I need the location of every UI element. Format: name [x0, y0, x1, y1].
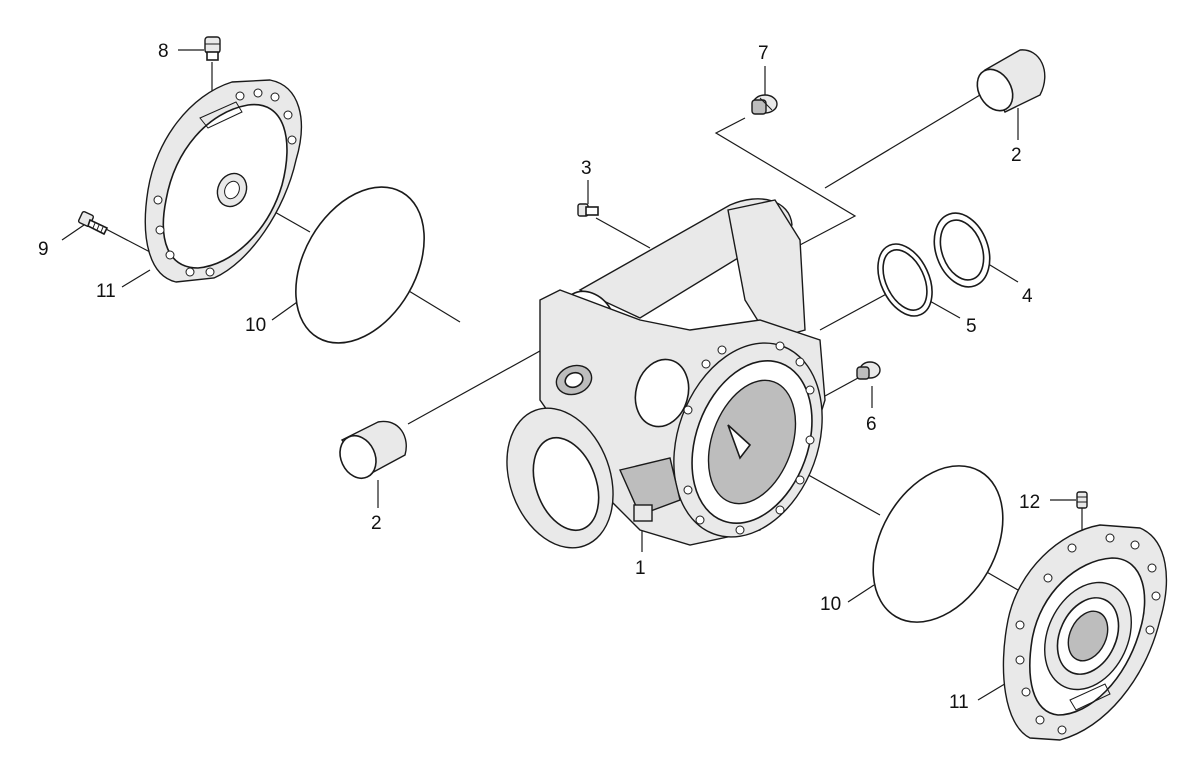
- leader-5: [927, 299, 961, 319]
- callout-5: 5: [966, 316, 977, 337]
- assembly-line-3: [595, 217, 651, 249]
- callout-2-top: 2: [1011, 145, 1022, 166]
- part-10-oring-right: [872, 465, 1004, 623]
- callout-8: 8: [158, 41, 169, 62]
- part-11-cover-right: [1002, 524, 1168, 741]
- leader-11-right: [977, 681, 1009, 701]
- callout-labels: 8 9 11 10 7 2 3 4 5 6 2 1 10 12 11: [38, 41, 1040, 713]
- part-5-ring: [877, 243, 933, 317]
- callout-1: 1: [635, 558, 646, 579]
- leader-11-left: [121, 269, 151, 288]
- cover-left-bolt-holes: [153, 88, 297, 277]
- callout-11-left: 11: [96, 281, 116, 302]
- part-11-cover-left: [144, 79, 303, 283]
- leader-10-right: [847, 584, 875, 603]
- part-8-plug: [204, 36, 221, 61]
- callout-11-right: 11: [949, 692, 969, 713]
- assembly-line-9: [103, 227, 151, 253]
- cover-right-bolt-holes: [1015, 533, 1161, 735]
- assembly-line-7: [714, 117, 857, 247]
- part-7-plug: [751, 94, 778, 115]
- callout-6: 6: [866, 414, 877, 435]
- callout-12: 12: [1019, 492, 1040, 513]
- housing-bolt-holes: [683, 341, 815, 535]
- part-9-bolt: [77, 210, 109, 236]
- callout-2-bottom: 2: [371, 513, 382, 534]
- callout-10-right: 10: [820, 594, 841, 615]
- callout-7: 7: [758, 43, 769, 64]
- assembly-line-bushing-top: [824, 91, 986, 189]
- leader-9: [61, 224, 85, 241]
- part-4-circlip: [933, 212, 991, 288]
- leader-10-left: [271, 299, 301, 321]
- callout-4: 4: [1022, 286, 1033, 307]
- callout-9: 9: [38, 239, 49, 260]
- leader-4: [984, 261, 1019, 283]
- part-2-bushing-bottom: [339, 420, 407, 479]
- part-1-housing: [506, 198, 826, 549]
- part-2-bushing-top: [976, 49, 1046, 113]
- callout-3: 3: [581, 158, 592, 179]
- part-6-plug: [856, 361, 881, 380]
- callout-10-left: 10: [245, 315, 266, 336]
- assembly-line-6: [824, 377, 859, 397]
- part-3-screw: [577, 203, 599, 217]
- part-10-oring-left: [295, 186, 425, 344]
- part-12-plug: [1076, 491, 1088, 509]
